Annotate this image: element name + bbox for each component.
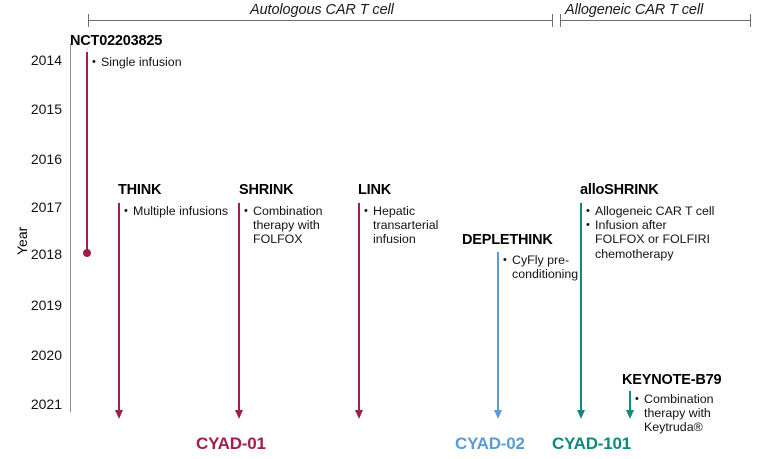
trial-arrow-deplethink <box>493 410 502 419</box>
trial-bullets-link: Hepatic transarterial infusion <box>364 204 438 247</box>
trial-title-nct02203825: NCT02203825 <box>70 33 163 49</box>
trial-end-dot-nct02203825 <box>83 249 91 257</box>
trial-bullets-keynote-b79: Combination therapy with Keytruda® <box>635 392 755 435</box>
year-tick-2014: 2014 <box>30 52 62 68</box>
trial-line-deplethink <box>497 252 499 412</box>
trial-line-alloshrink <box>580 203 582 412</box>
bullet-item: Combination therapy with Keytruda® <box>635 392 755 435</box>
year-tick-2015: 2015 <box>30 101 62 117</box>
trial-line-think <box>118 203 120 412</box>
trial-title-think: THINK <box>118 182 162 198</box>
product-label-cyad-02: CYAD-02 <box>455 434 525 453</box>
bracket-allogeneic-label: Allogeneic CAR T cell <box>565 2 704 18</box>
trial-line-shrink <box>238 203 240 412</box>
trial-arrow-link <box>354 410 363 419</box>
bullet-item: Multiple infusions <box>124 203 244 218</box>
trial-bullets-deplethink: CyFly pre-conditioning <box>503 252 581 281</box>
product-label-cyad-101: CYAD-101 <box>552 434 632 453</box>
bracket-autologous-tick-left <box>88 14 89 27</box>
trial-title-alloshrink: alloSHRINK <box>580 182 659 198</box>
year-tick-2020: 2020 <box>30 347 62 363</box>
trial-title-deplethink: DEPLETHINK <box>462 232 553 248</box>
bullet-item: Combination therapy with FOLFOX <box>244 204 328 247</box>
trial-bullets-alloshrink: Allogeneic CAR T cell Infusion after FOL… <box>586 203 716 261</box>
bracket-allogeneic-tick-right <box>750 14 751 27</box>
year-axis-line <box>70 44 71 412</box>
bullet-item: Infusion after FOLFOX or FOLFIRI chemoth… <box>586 218 716 261</box>
year-tick-2016: 2016 <box>30 151 62 167</box>
bracket-autologous-tick-right <box>552 14 553 27</box>
year-tick-2018: 2018 <box>30 246 62 262</box>
bracket-autologous-label: Autologous CAR T cell <box>250 2 394 18</box>
trial-bullets-nct02203825: Single infusion <box>92 54 222 69</box>
bracket-allogeneic-tick-left <box>560 14 561 27</box>
bullet-item: Allogeneic CAR T cell <box>586 203 716 218</box>
bullet-item: Hepatic transarterial infusion <box>364 204 438 247</box>
trial-arrow-keynote-b79 <box>625 410 634 419</box>
trial-title-keynote-b79: KEYNOTE-B79 <box>622 372 722 388</box>
trial-arrow-shrink <box>234 410 243 419</box>
bullet-item: CyFly pre-conditioning <box>503 252 581 281</box>
bracket-autologous-line <box>88 20 553 21</box>
trial-line-link <box>358 203 360 412</box>
trial-title-link: LINK <box>358 182 392 198</box>
trial-bullets-shrink: Combination therapy with FOLFOX <box>244 204 328 247</box>
trial-line-nct02203825 <box>86 52 88 253</box>
year-tick-2019: 2019 <box>30 297 62 313</box>
bullet-item: Single infusion <box>92 54 222 69</box>
trial-bullets-think: Multiple infusions <box>124 203 244 218</box>
product-label-cyad-01: CYAD-01 <box>196 434 266 453</box>
trial-arrow-think <box>114 410 123 419</box>
trial-line-keynote-b79 <box>629 391 631 412</box>
trial-arrow-alloshrink <box>576 410 585 419</box>
bracket-allogeneic-line <box>560 20 751 21</box>
trial-title-shrink: SHRINK <box>239 182 294 198</box>
year-tick-2017: 2017 <box>30 199 62 215</box>
year-tick-2021: 2021 <box>30 396 62 412</box>
